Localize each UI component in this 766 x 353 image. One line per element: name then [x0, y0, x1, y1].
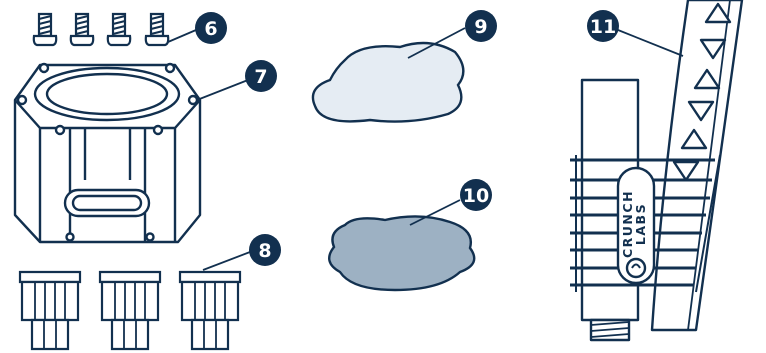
hex-connector-icon — [20, 272, 80, 349]
callout-leader-11 — [618, 30, 683, 56]
callout-number: 7 — [254, 66, 267, 88]
housing-icon — [15, 64, 200, 242]
screw-icon — [34, 14, 56, 45]
screw-icon — [71, 14, 93, 45]
screw-icon — [108, 14, 130, 45]
callout-leader-8 — [203, 252, 250, 270]
putty-icon — [313, 43, 463, 122]
callout-badge-7: 7 — [245, 60, 277, 92]
callout-badge-9: 9 — [465, 10, 497, 42]
hex-connectors-group — [20, 272, 240, 349]
callout-leader-6 — [168, 30, 196, 42]
callout-leader-7 — [197, 80, 248, 100]
callout-number: 8 — [258, 240, 271, 262]
screw-icon — [146, 14, 168, 45]
hex-connector-icon — [100, 272, 160, 349]
callout-badge-10: 10 — [460, 179, 492, 211]
callout-badge-8: 8 — [249, 234, 281, 266]
callout-number: 11 — [590, 16, 616, 38]
hex-connector-icon — [180, 272, 240, 349]
callout-number: 10 — [463, 185, 489, 207]
tube-icon — [570, 0, 742, 340]
callout-badge-6: 6 — [195, 12, 227, 44]
putty-icon — [329, 216, 474, 290]
tube-brand-line2: LABS — [633, 203, 648, 245]
screws-group — [34, 14, 168, 45]
callout-number: 6 — [204, 18, 217, 40]
callout-badge-11: 11 — [587, 10, 619, 42]
callout-number: 9 — [474, 16, 487, 38]
